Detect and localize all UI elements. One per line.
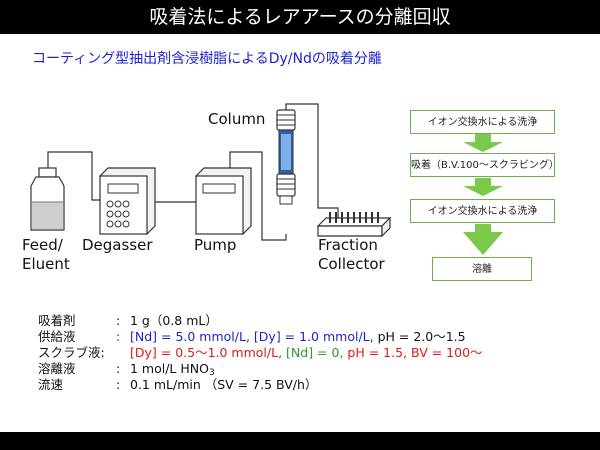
colon: :: [116, 329, 121, 344]
eluent-subscript: 3: [208, 368, 215, 378]
pump-unit: [195, 167, 252, 235]
flow-step-wash-1: イオン交換水による洗浄: [410, 110, 555, 134]
degasser-label: Degasser: [82, 236, 153, 254]
title-bar: 吸着法によるレアアースの分離回収: [0, 0, 600, 34]
collector-label: Collector: [318, 255, 385, 273]
feed-bottle: [30, 167, 65, 231]
colon: :: [116, 361, 121, 376]
degasser-unit: [99, 167, 156, 235]
condition-value: [Dy] = 0.5～1.0 mmol/L, [Nd] = 0, pH = 1.…: [130, 345, 483, 361]
feed-dy: [Dy] = 1.0 mmol/L,: [253, 329, 374, 344]
scrub-nd: [Nd] = 0,: [286, 345, 344, 360]
tube-pump-column: [229, 151, 287, 241]
condition-key: 溶離液: [38, 361, 76, 376]
slide-subtitle: コーティング型抽出剤含浸樹脂によるDy/Ndの吸着分離: [32, 51, 382, 67]
flow-step-elution: 溶離: [432, 257, 532, 281]
slide-title: 吸着法によるレアアースの分離回収: [149, 6, 451, 28]
tube-feed-degasser: [47, 151, 100, 201]
fraction-label: Fraction: [318, 236, 378, 254]
column: [276, 109, 296, 205]
condition-key: スクラブ液:: [38, 345, 105, 360]
condition-key: 流速: [38, 377, 64, 392]
condition-key: 吸着剤: [38, 313, 76, 328]
condition-value: [Nd] = 5.0 mmol/L, [Dy] = 1.0 mmol/L, pH…: [130, 329, 466, 345]
flow-step-wash-2: イオン交換水による洗浄: [410, 199, 555, 223]
flow-step-adsorption: 吸着（B.V.100～スクラビング）: [410, 153, 559, 177]
feed-nd: [Nd] = 5.0 mmol/L,: [130, 329, 250, 344]
eluent-label: Eluent: [22, 255, 70, 273]
tube-column-collector: [285, 103, 339, 230]
scrub-dy: [Dy] = 0.5～1.0 mmol/L,: [130, 345, 283, 360]
condition-value: 0.1 mL/min （SV = 7.5 BV/h）: [130, 377, 318, 392]
colon: :: [116, 313, 121, 328]
eluent-value: 1 mol/L HNO: [130, 361, 209, 376]
colon: :: [116, 377, 121, 392]
feed-ph: pH = 2.0～1.5: [377, 329, 466, 344]
condition-value: 1 mol/L HNO3: [130, 361, 215, 381]
flow-arrow-2: [463, 178, 503, 196]
condition-key: 供給液: [38, 329, 76, 344]
flow-arrow-1: [463, 134, 503, 152]
apparatus-diagram: [30, 103, 503, 255]
flow-arrows: [463, 134, 503, 255]
tubing: [47, 103, 339, 241]
column-label: Column: [208, 110, 266, 128]
scrub-rest: pH = 1.5, BV = 100～: [347, 345, 483, 360]
pump-label: Pump: [194, 236, 237, 254]
flow-arrow-3: [463, 224, 503, 255]
condition-value: 1 g（0.8 mL）: [130, 313, 218, 328]
bottom-bar: [0, 432, 600, 450]
feed-label: Feed/: [22, 236, 63, 254]
fraction-collector: [316, 212, 392, 238]
